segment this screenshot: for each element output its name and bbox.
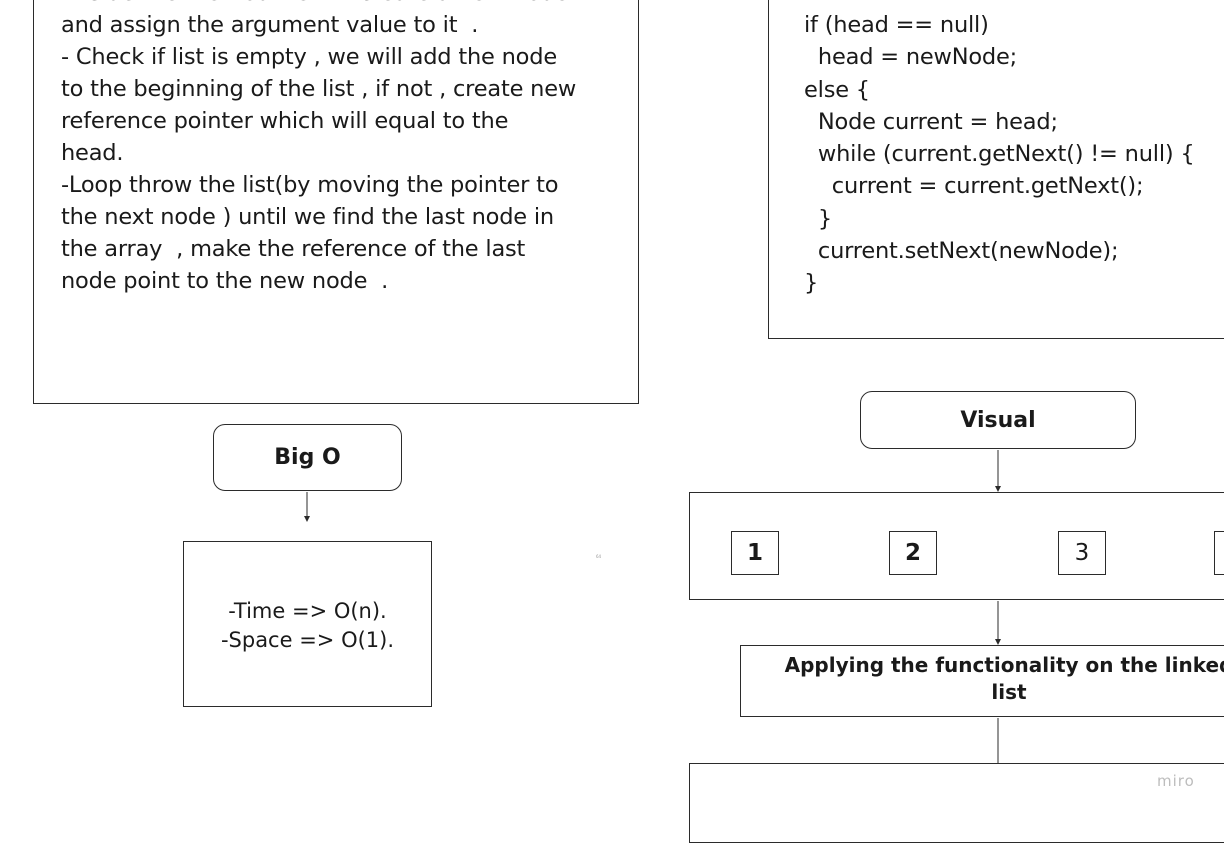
explanation-line: the next node ) until we find the last n… <box>61 204 554 230</box>
code-line: current = current.getNext(); <box>804 173 1144 200</box>
code-text: if (head == null) head = newNode; else {… <box>804 9 1195 300</box>
complexity-text: -Time => O(n). -Space => O(1). <box>184 597 431 655</box>
explanation-line: and assign the argument value to it . <box>61 12 479 38</box>
code-line: } <box>804 270 819 297</box>
visual-heading: Visual <box>960 407 1036 433</box>
code-line: } <box>804 205 833 232</box>
code-line: while (current.getNext() != null) { <box>804 141 1195 168</box>
list-node-2-value: 2 <box>904 540 921 566</box>
explanation-line: reference pointer which will equal to th… <box>61 108 509 134</box>
time-complexity: -Time => O(n). <box>228 599 387 623</box>
canvas-tiny-label: 64 <box>596 554 602 559</box>
miro-watermark: miro <box>1157 772 1195 790</box>
linked-list-box[interactable] <box>689 492 1224 600</box>
list-node-3[interactable]: 3 <box>1058 531 1106 575</box>
code-box[interactable]: if (head == null) head = newNode; else {… <box>768 0 1224 339</box>
list-node-2[interactable]: 2 <box>889 531 937 575</box>
explanation-line: head. <box>61 140 124 166</box>
apply-functionality-box[interactable]: Applying the functionality on the linked… <box>740 645 1224 717</box>
complexity-box[interactable]: -Time => O(n). -Space => O(1). <box>183 541 432 707</box>
explanation-line: - Check if list is empty , we will add t… <box>61 44 557 70</box>
big-o-heading-box[interactable]: Big O <box>213 424 402 491</box>
list-node-3-value: 3 <box>1074 540 1090 566</box>
code-line: else { <box>804 76 870 103</box>
apply-functionality-label: Applying the functionality on the linked… <box>784 653 1224 704</box>
list-node-1-value: 1 <box>746 540 763 566</box>
list-node-1[interactable]: 1 <box>731 531 779 575</box>
visual-heading-box[interactable]: Visual <box>860 391 1136 449</box>
code-line: current.setNext(newNode); <box>804 238 1119 265</box>
list-node-4[interactable] <box>1214 531 1224 575</box>
algorithm-explanation-text: -Inside the method we will create a new … <box>61 0 576 297</box>
explanation-line: -Loop throw the list(by moving the point… <box>61 172 559 198</box>
explanation-line: the array , make the reference of the la… <box>61 236 526 262</box>
big-o-heading: Big O <box>274 445 341 470</box>
code-line: if (head == null) <box>804 12 989 38</box>
code-line: head = newNode; <box>804 44 1018 71</box>
space-complexity: -Space => O(1). <box>220 628 395 652</box>
algorithm-explanation-box[interactable]: -Inside the method we will create a new … <box>33 0 639 404</box>
result-box[interactable] <box>689 763 1224 843</box>
code-line: Node current = head; <box>804 108 1058 135</box>
explanation-line: -Inside the method we will create a new … <box>61 0 576 9</box>
explanation-line: to the beginning of the list , if not , … <box>61 76 577 102</box>
explanation-line: node point to the new node . <box>61 268 389 294</box>
